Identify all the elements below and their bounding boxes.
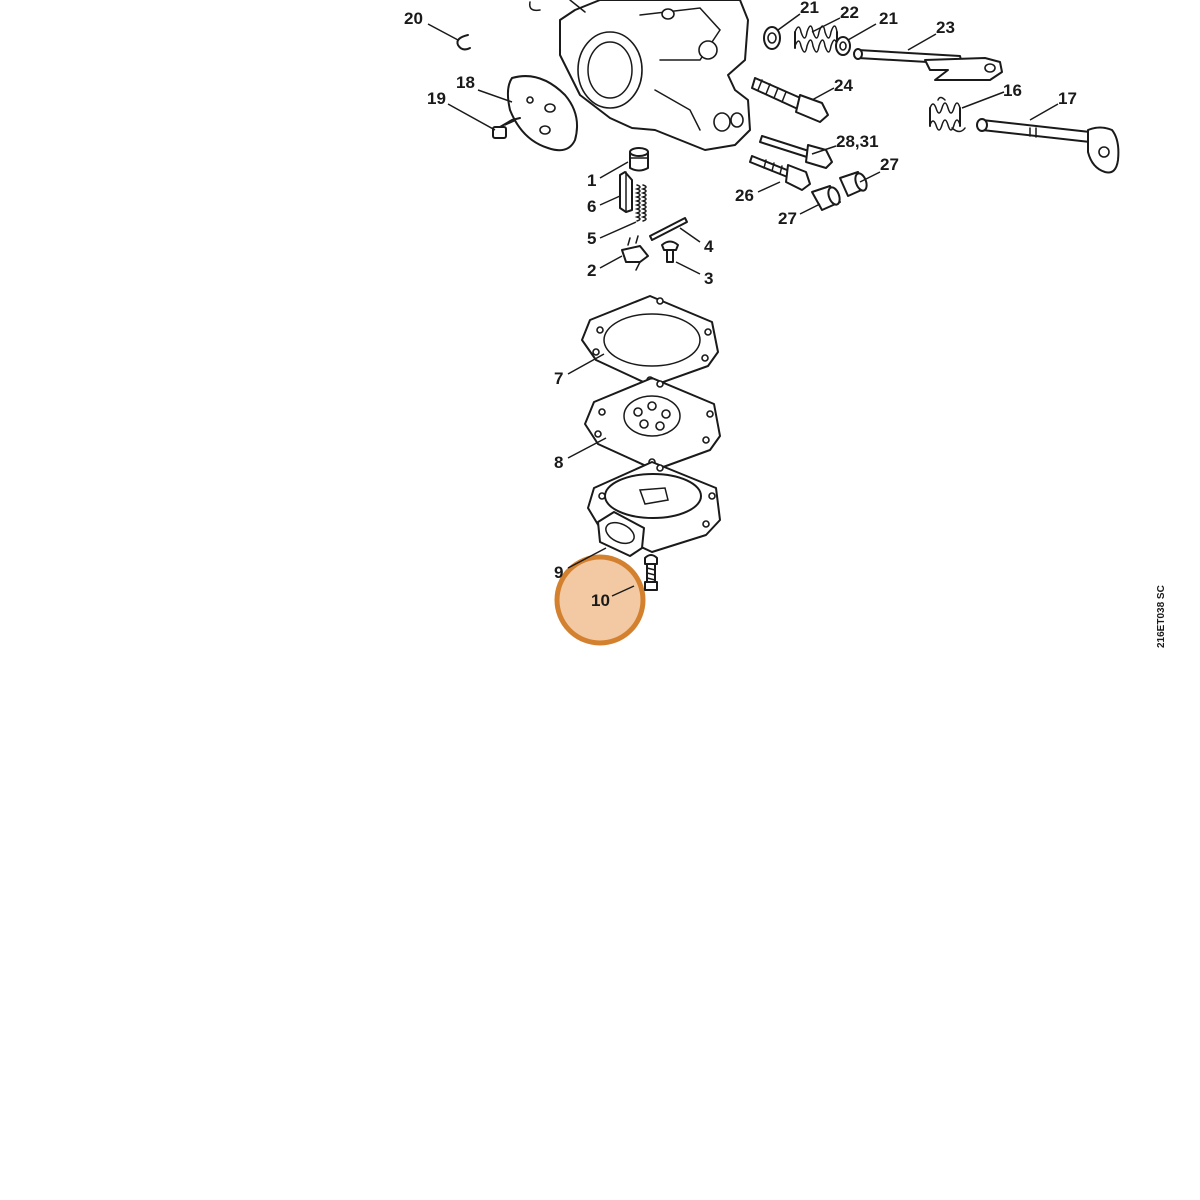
part-4-pin[interactable] [649, 217, 688, 241]
part-9-metering-cover[interactable] [587, 461, 721, 557]
part-19-screw[interactable] [492, 117, 521, 139]
part-8-diaphragm[interactable] [584, 377, 721, 471]
callout-18[interactable]: 18 [456, 73, 475, 92]
callout-5[interactable]: 5 [587, 229, 596, 248]
part-20-e-clip[interactable] [456, 34, 471, 51]
part-5-spring[interactable] [634, 184, 647, 222]
drawing-code: 216ET038 SC [1156, 585, 1167, 648]
callout-27-lower[interactable]: 27 [778, 209, 797, 228]
carburetor-body[interactable] [559, 0, 751, 151]
part-23-throttle-shaft[interactable] [853, 48, 1003, 81]
part-1-cap[interactable] [629, 147, 649, 172]
part-24-idle-screw[interactable] [751, 77, 829, 123]
callout-8[interactable]: 8 [554, 453, 563, 472]
part-27-limiter-cap-upper[interactable] [839, 171, 869, 197]
part-6-inlet-needle[interactable] [619, 171, 633, 213]
callout-10[interactable]: 10 [591, 591, 610, 610]
callout-26[interactable]: 26 [735, 186, 754, 205]
callout-23[interactable]: 23 [936, 18, 955, 37]
callout-20[interactable]: 20 [404, 9, 423, 28]
callout-3[interactable]: 3 [704, 269, 713, 288]
callout-9[interactable]: 9 [554, 563, 563, 582]
callout-7[interactable]: 7 [554, 369, 563, 388]
part-3-screw[interactable] [661, 240, 679, 263]
part-18-cover-plate[interactable] [506, 75, 578, 152]
callout-16[interactable]: 16 [1003, 81, 1022, 100]
callout-24[interactable]: 24 [834, 76, 853, 95]
part-16-spring[interactable] [929, 96, 966, 133]
part-28-31-adjusting-screw[interactable] [759, 135, 833, 169]
callout-28-31[interactable]: 28,31 [836, 132, 879, 151]
callout-4[interactable]: 4 [704, 237, 714, 256]
part-21-washer-left[interactable] [763, 26, 781, 50]
part-26-adjusting-screw[interactable] [749, 155, 811, 191]
part-21-washer-right[interactable] [835, 36, 851, 56]
part-10-screw[interactable] [644, 554, 658, 591]
callout-21-right[interactable]: 21 [879, 9, 898, 28]
callout-labels: 20 18 19 21 22 21 23 16 17 24 28,31 27 2… [404, 0, 1077, 610]
part-2-control-lever[interactable] [621, 235, 649, 271]
callout-6[interactable]: 6 [587, 197, 596, 216]
callout-22[interactable]: 22 [840, 3, 859, 22]
part-17-choke-shaft[interactable] [976, 118, 1120, 174]
leader-lines [427, 13, 1059, 597]
callout-27-upper[interactable]: 27 [880, 155, 899, 174]
part-7-gasket[interactable] [581, 295, 719, 387]
callout-2[interactable]: 2 [587, 261, 596, 280]
callout-21-left[interactable]: 21 [800, 0, 819, 17]
callout-19[interactable]: 19 [427, 89, 446, 108]
callout-1[interactable]: 1 [587, 171, 596, 190]
highlight-marker-10[interactable] [554, 554, 646, 646]
callout-17[interactable]: 17 [1058, 89, 1077, 108]
clip-fragment [528, 1, 541, 12]
